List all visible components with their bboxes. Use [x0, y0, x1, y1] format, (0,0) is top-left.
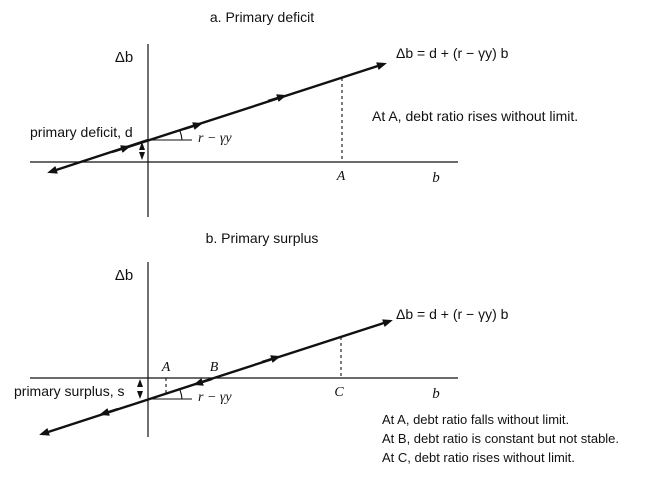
panel-b-point-c-label: C — [334, 385, 344, 400]
panel-a: a. Primary deficit Δb b primary deficit,… — [30, 9, 578, 217]
panel-b-intercept-label: primary surplus, s — [14, 383, 124, 399]
panel-b-line-right — [213, 319, 393, 380]
panel-a-title: a. Primary deficit — [210, 9, 314, 25]
panel-a-arrow-2 — [183, 122, 203, 131]
panel-b-arrow-3 — [261, 355, 281, 364]
panel-a-arrow-1 — [111, 145, 131, 154]
panel-b-note-2: At B, debt ratio is constant but not sta… — [382, 431, 619, 446]
panel-b-x-axis-label: b — [432, 386, 440, 402]
panel-b-slope-label: r − γy — [198, 390, 232, 405]
panel-a-arrow-3 — [267, 94, 287, 103]
panel-b-note-1: At A, debt ratio falls without limit. — [382, 412, 569, 427]
panel-b-title: b. Primary surplus — [206, 230, 319, 246]
panel-b: b. Primary surplus Δb b primary surplus,… — [14, 230, 619, 465]
panel-b-note-3: At C, debt ratio rises without limit. — [382, 450, 575, 465]
panel-a-x-axis-label: b — [432, 170, 440, 186]
panel-b-point-b-label: B — [210, 360, 219, 375]
panel-b-line-left — [39, 376, 215, 436]
panel-a-equation: Δb = d + (r − γy) b — [396, 45, 509, 61]
panel-b-point-a-label: A — [161, 360, 171, 375]
panel-a-point-a-label: A — [336, 169, 346, 184]
panel-a-slope-label: r − γy — [198, 131, 232, 146]
panel-b-equation: Δb = d + (r − γy) b — [396, 306, 509, 322]
panel-a-slope-arc — [179, 130, 183, 141]
panel-a-line-right — [127, 62, 387, 149]
panel-b-arrow-2 — [193, 377, 213, 386]
panel-a-intercept-label: primary deficit, d — [30, 124, 133, 140]
panel-b-slope-arc — [179, 389, 183, 400]
panel-a-line-left — [47, 138, 149, 174]
panel-b-arrow-1 — [99, 407, 119, 416]
panel-a-note: At A, debt ratio rises without limit. — [372, 108, 578, 124]
panel-a-y-axis-label: Δb — [115, 49, 133, 66]
panel-b-y-axis-label: Δb — [115, 267, 133, 284]
